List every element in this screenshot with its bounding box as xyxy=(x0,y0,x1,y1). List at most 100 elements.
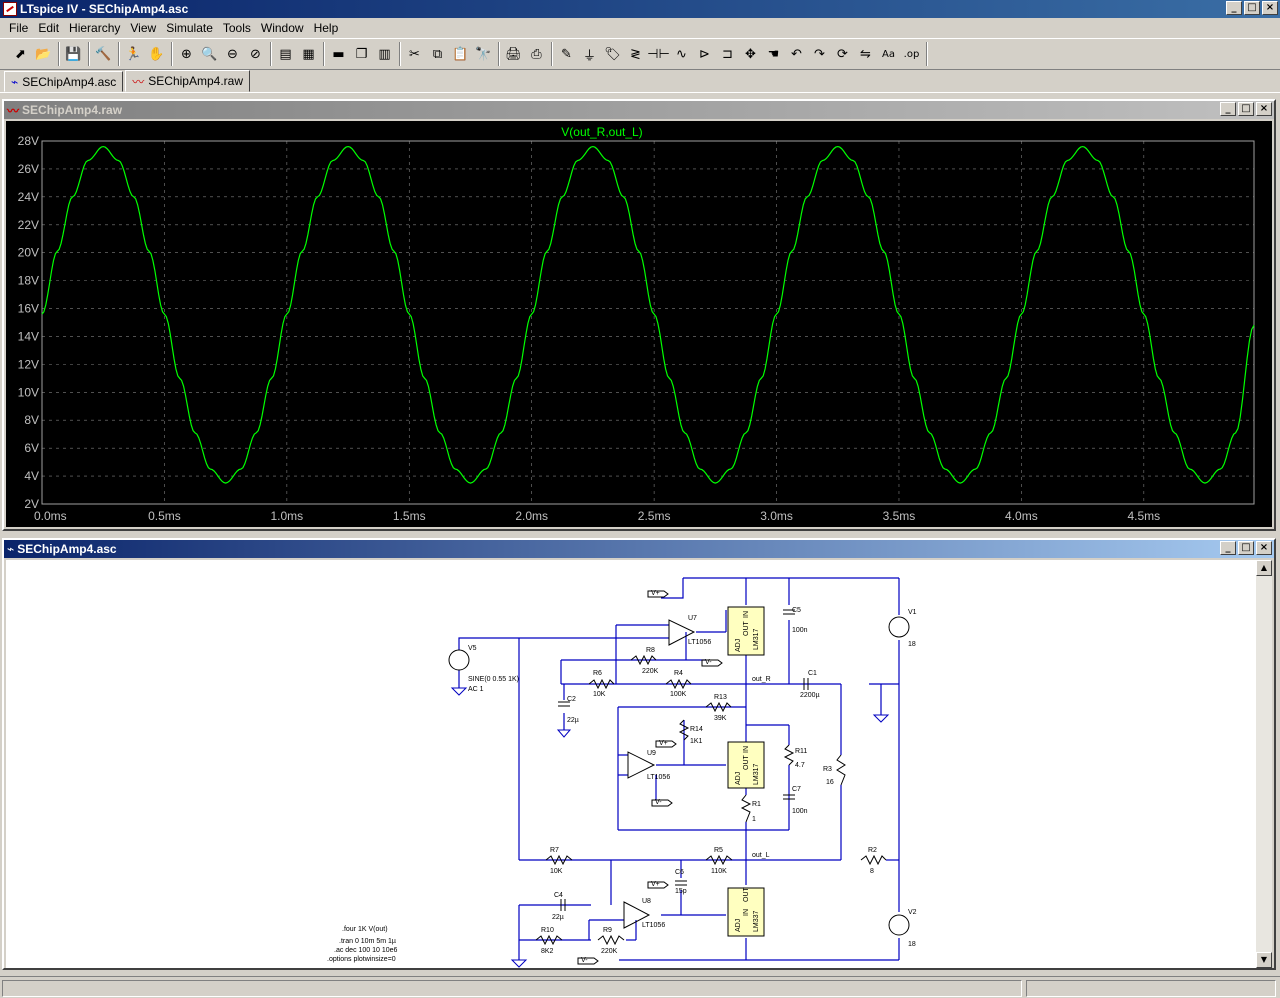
minimize-button[interactable]: _ xyxy=(1226,1,1242,15)
menu-hierarchy[interactable]: Hierarchy xyxy=(69,21,121,35)
spice-directive-four[interactable]: .four 1K V(out) xyxy=(342,926,388,933)
r11-label[interactable]: R11 xyxy=(795,748,807,755)
tile-horizontal-button[interactable]: ▬ xyxy=(327,43,350,65)
net-label-vminus[interactable]: V- xyxy=(705,659,712,666)
v2-label[interactable]: V2 xyxy=(908,909,917,916)
reg2-part[interactable]: LM317 xyxy=(753,763,760,785)
waveform-maximize-button[interactable]: □ xyxy=(1238,102,1254,116)
zoom-in-button[interactable]: ⊕ xyxy=(175,43,198,65)
menu-help[interactable]: Help xyxy=(313,21,339,35)
undo-button[interactable]: ↶ xyxy=(785,43,808,65)
u7-label[interactable]: U7 xyxy=(688,615,697,622)
r10-value[interactable]: 8K2 xyxy=(541,948,554,955)
schematic-maximize-button[interactable]: □ xyxy=(1238,541,1254,555)
trace-title[interactable]: V(out_R,out_L) xyxy=(561,125,642,139)
move-button[interactable]: ✥ xyxy=(739,43,762,65)
redo-button[interactable]: ↷ xyxy=(808,43,831,65)
schematic-canvas[interactable]: V+ V- V+ V- V+ V- U7 LT1056 U9 LT1056 U8… xyxy=(6,560,1258,968)
net-label-out-r[interactable]: out_R xyxy=(752,676,771,683)
net-label-vminus[interactable]: V- xyxy=(581,957,588,964)
rotate-button[interactable]: ⟳ xyxy=(831,43,854,65)
pan-button[interactable]: 🔍 xyxy=(198,43,221,65)
maximize-button[interactable]: □ xyxy=(1244,1,1260,15)
trace-v-out[interactable] xyxy=(41,145,1255,484)
r4-label[interactable]: R4 xyxy=(674,670,683,677)
r3-value[interactable]: 16 xyxy=(826,779,834,786)
waveform-close-button[interactable]: × xyxy=(1256,102,1272,116)
waveform-plot[interactable]: V(out_R,out_L) 2V4V6V8V10V12V14V16V18V20… xyxy=(6,121,1272,527)
resistor-button[interactable]: ≷ xyxy=(624,43,647,65)
schematic-drawing[interactable]: V+ V- V+ V- V+ V- U7 LT1056 U9 LT1056 U8… xyxy=(6,560,1258,968)
u9-opamp[interactable] xyxy=(627,751,656,779)
c6-value[interactable]: 15p xyxy=(675,888,687,895)
r4-value[interactable]: 100K xyxy=(670,691,687,698)
r14-value[interactable]: 1K1 xyxy=(690,738,703,745)
net-label-vplus[interactable]: V+ xyxy=(659,740,668,747)
c1-label[interactable]: C1 xyxy=(808,670,817,677)
menu-window[interactable]: Window xyxy=(260,21,304,35)
net-label-vplus[interactable]: V+ xyxy=(651,590,660,597)
v1-label[interactable]: V1 xyxy=(908,609,917,616)
r8-label[interactable]: R8 xyxy=(646,647,655,654)
ltspice-app-icon[interactable] xyxy=(3,2,17,16)
save-button[interactable]: 💾 xyxy=(62,43,85,65)
diode-button[interactable]: ⊳ xyxy=(693,43,716,65)
c5-value[interactable]: 100n xyxy=(792,627,808,634)
new-schematic-button[interactable]: ⬈ xyxy=(9,43,32,65)
r7-value[interactable]: 10K xyxy=(550,868,563,875)
r2-label[interactable]: R2 xyxy=(868,847,877,854)
net-label-out-l[interactable]: out_L xyxy=(752,852,770,859)
u7-part[interactable]: LT1056 xyxy=(688,639,711,646)
lm337-regulator[interactable] xyxy=(727,887,765,937)
schematic-close-button[interactable]: × xyxy=(1256,541,1272,555)
capacitors[interactable] xyxy=(558,609,809,911)
cut-button[interactable]: ✂ xyxy=(403,43,426,65)
c2-value[interactable]: 22µ xyxy=(567,717,579,724)
reg3-part[interactable]: LM337 xyxy=(753,910,760,932)
c7-label[interactable]: C7 xyxy=(792,786,801,793)
mirror-button[interactable]: ⇋ xyxy=(854,43,877,65)
r1-label[interactable]: R1 xyxy=(752,801,761,808)
control-panel-button[interactable]: 🔨 xyxy=(92,43,115,65)
u9-part[interactable]: LT1056 xyxy=(647,774,670,781)
wire-button[interactable]: ✎ xyxy=(555,43,578,65)
lm317-regulator-2[interactable] xyxy=(727,741,765,789)
c2-label[interactable]: C2 xyxy=(567,696,576,703)
voltage-sources[interactable] xyxy=(448,616,910,936)
u8-part[interactable]: LT1056 xyxy=(642,922,665,929)
u7-opamp[interactable] xyxy=(668,619,696,646)
spice-directive-tran[interactable]: .tran 0 10m 5m 1µ xyxy=(339,938,396,945)
open-button[interactable]: 📂 xyxy=(32,43,55,65)
c4-label[interactable]: C4 xyxy=(554,892,563,899)
schematic-minimize-button[interactable]: _ xyxy=(1220,541,1236,555)
u8-opamp[interactable] xyxy=(623,901,651,929)
component-button[interactable]: ⊐ xyxy=(716,43,739,65)
r8-value[interactable]: 220K xyxy=(642,668,659,675)
r14-label[interactable]: R14 xyxy=(690,726,703,733)
zoom-fit-button[interactable]: ⊘ xyxy=(244,43,267,65)
spice-directive-options[interactable]: .options plotwinsize=0 xyxy=(327,956,396,963)
ground-button[interactable]: ⏚ xyxy=(578,43,601,65)
find-button[interactable]: 🔭 xyxy=(472,43,495,65)
r11-value[interactable]: 4.7 xyxy=(795,762,805,769)
menu-simulate[interactable]: Simulate xyxy=(166,21,213,35)
scroll-up-button[interactable]: ▲ xyxy=(1256,560,1272,576)
print-preview-button[interactable]: 🖨 xyxy=(502,43,525,65)
inductor-button[interactable]: ∿ xyxy=(670,43,693,65)
c4-value[interactable]: 22µ xyxy=(552,914,564,921)
r10-label[interactable]: R10 xyxy=(541,927,554,934)
u9-label[interactable]: U9 xyxy=(647,750,656,757)
resistors[interactable] xyxy=(535,654,887,946)
waveform-minimize-button[interactable]: _ xyxy=(1220,102,1236,116)
capacitor-button[interactable]: ⊣⊢ xyxy=(647,43,670,65)
r9-label[interactable]: R9 xyxy=(603,927,612,934)
tile-vertical-button[interactable]: ▥ xyxy=(373,43,396,65)
c7-value[interactable]: 100n xyxy=(792,808,808,815)
net-label-vplus[interactable]: V+ xyxy=(651,881,660,888)
spice-directive-ac[interactable]: .ac dec 100 10 10e6 xyxy=(334,947,398,954)
tab-waveform[interactable]: 〰 SEChipAmp4.raw xyxy=(125,70,251,92)
v2-value[interactable]: 18 xyxy=(908,941,916,948)
r5-label[interactable]: R5 xyxy=(714,847,723,854)
halt-button[interactable]: ✋ xyxy=(145,43,168,65)
